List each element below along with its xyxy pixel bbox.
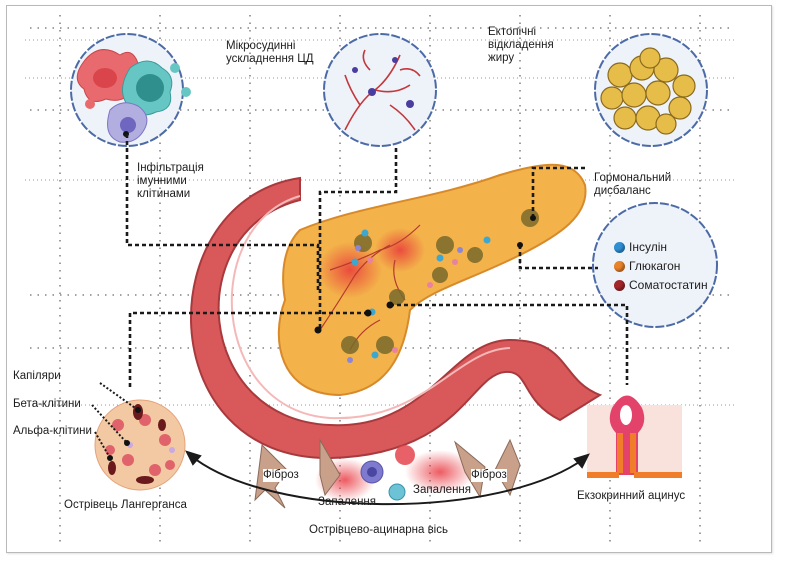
hormone-legend-circle: [592, 202, 718, 328]
connector-lines: [125, 134, 629, 390]
label-line: клітинами: [137, 188, 191, 200]
insulin-dot-icon: [614, 241, 625, 253]
label-line: Ектопічні: [488, 26, 537, 38]
label-line: Гормональний: [594, 172, 672, 184]
legend-label: Інсулін: [629, 240, 667, 254]
label-fibrosis-right: Фіброз: [471, 469, 507, 482]
label-line: відкладення: [488, 39, 554, 51]
microvascular-circle: [323, 33, 437, 147]
legend-insulin: Інсулін: [614, 240, 667, 254]
legend-somatostatin: Соматостатин: [614, 278, 708, 292]
label-line: дисбаланс: [594, 185, 651, 197]
label-fibrosis-left: Фіброз: [263, 469, 299, 482]
islet-of-langerhans: [91, 382, 186, 491]
exocrine-acinus: [587, 395, 682, 478]
label-inflammation-left: Запалення: [318, 496, 376, 508]
label-ectopic-fat: Ектопічні відкладення жиру: [488, 26, 554, 65]
label-islet-acinar-axis: Острівцево-ацинарна вісь: [309, 524, 448, 536]
label-immune-infiltration: Інфільтрація імунними клітинами: [137, 162, 204, 201]
label-hormonal-imbalance: Гормональний дисбаланс: [594, 172, 671, 198]
label-microvascular: Мікросудинні ускладнення ЦД: [226, 40, 314, 66]
label-inflammation-right: Запалення: [413, 484, 471, 496]
label-exocrine-acinus: Екзокринний ацинус: [577, 490, 686, 502]
label-capillaries: Капіляри: [13, 370, 61, 382]
fat-deposit-circle: [594, 33, 708, 147]
somatostatin-dot-icon: [614, 279, 625, 291]
label-line: жиру: [488, 52, 515, 64]
legend-label: Глюкагон: [629, 259, 681, 273]
pancreas: [277, 163, 587, 397]
label-line: Мікросудинні: [226, 40, 296, 52]
label-beta-cells: Бета-клітини: [13, 398, 81, 410]
label-islet: Острівець Лангерганса: [64, 499, 187, 511]
immune-cells-circle: [70, 33, 191, 147]
label-line: Інфільтрація: [137, 162, 204, 174]
legend-label: Соматостатин: [629, 278, 708, 292]
label-line: імунними: [137, 175, 187, 187]
legend-glucagon: Глюкагон: [614, 259, 680, 273]
duodenum: [189, 176, 603, 460]
label-alpha-cells: Альфа-клітини: [13, 425, 92, 437]
label-line: ускладнення ЦД: [226, 53, 314, 65]
glucagon-dot-icon: [614, 260, 625, 272]
islet-acinar-axis-arrow: [185, 450, 590, 506]
